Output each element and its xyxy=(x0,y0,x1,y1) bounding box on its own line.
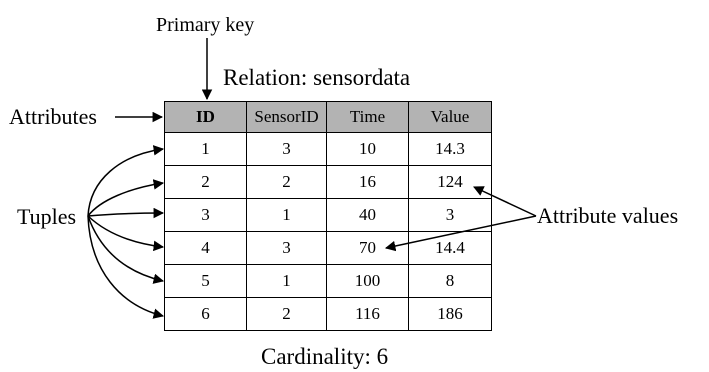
tuple-arrow-5 xyxy=(87,215,165,284)
attribute-value-arrow-1 xyxy=(473,186,537,217)
cell-time: 40 xyxy=(326,198,409,232)
tuple-arrow-2 xyxy=(87,179,165,217)
cell-sensorid: 1 xyxy=(246,198,327,232)
relation-title: Relation: sensordata xyxy=(223,65,411,90)
cell-value: 14.3 xyxy=(408,132,492,166)
primary-key-label: Primary key xyxy=(156,14,255,36)
cell-value: 3 xyxy=(408,198,492,232)
cell-sensorid: 1 xyxy=(246,264,327,298)
cell-id: 5 xyxy=(164,264,247,298)
attribute-values-label: Attribute values xyxy=(537,203,679,228)
attributes-label: Attributes xyxy=(9,104,97,129)
relation-table: ID SensorID Time Value 1 3 10 14.3 2 2 1… xyxy=(164,101,492,331)
table-row: 3 1 40 3 xyxy=(164,198,492,232)
attribute-value-arrow-2 xyxy=(384,215,537,252)
tuple-arrow-4 xyxy=(87,215,165,252)
cell-value: 14.4 xyxy=(408,231,492,265)
cell-sensorid: 3 xyxy=(246,132,327,166)
cardinality-label: Cardinality: 6 xyxy=(261,344,389,369)
tuple-arrow-3 xyxy=(87,207,165,219)
tuple-arrow-6 xyxy=(87,215,165,319)
table-row: 4 3 70 14.4 xyxy=(164,231,492,265)
cell-sensorid: 3 xyxy=(246,231,327,265)
cell-time: 100 xyxy=(326,264,409,298)
cell-id: 6 xyxy=(164,297,247,331)
cell-time: 16 xyxy=(326,165,409,199)
cell-id: 3 xyxy=(164,198,247,232)
header-time: Time xyxy=(326,101,409,133)
tuples-label: Tuples xyxy=(17,204,77,229)
cell-sensorid: 2 xyxy=(246,297,327,331)
tuple-arrow-1 xyxy=(87,145,165,217)
cell-value: 186 xyxy=(408,297,492,331)
table-row: 5 1 100 8 xyxy=(164,264,492,298)
table-row: 6 2 116 186 xyxy=(164,297,492,331)
cell-time: 116 xyxy=(326,297,409,331)
cell-time: 70 xyxy=(326,231,409,265)
